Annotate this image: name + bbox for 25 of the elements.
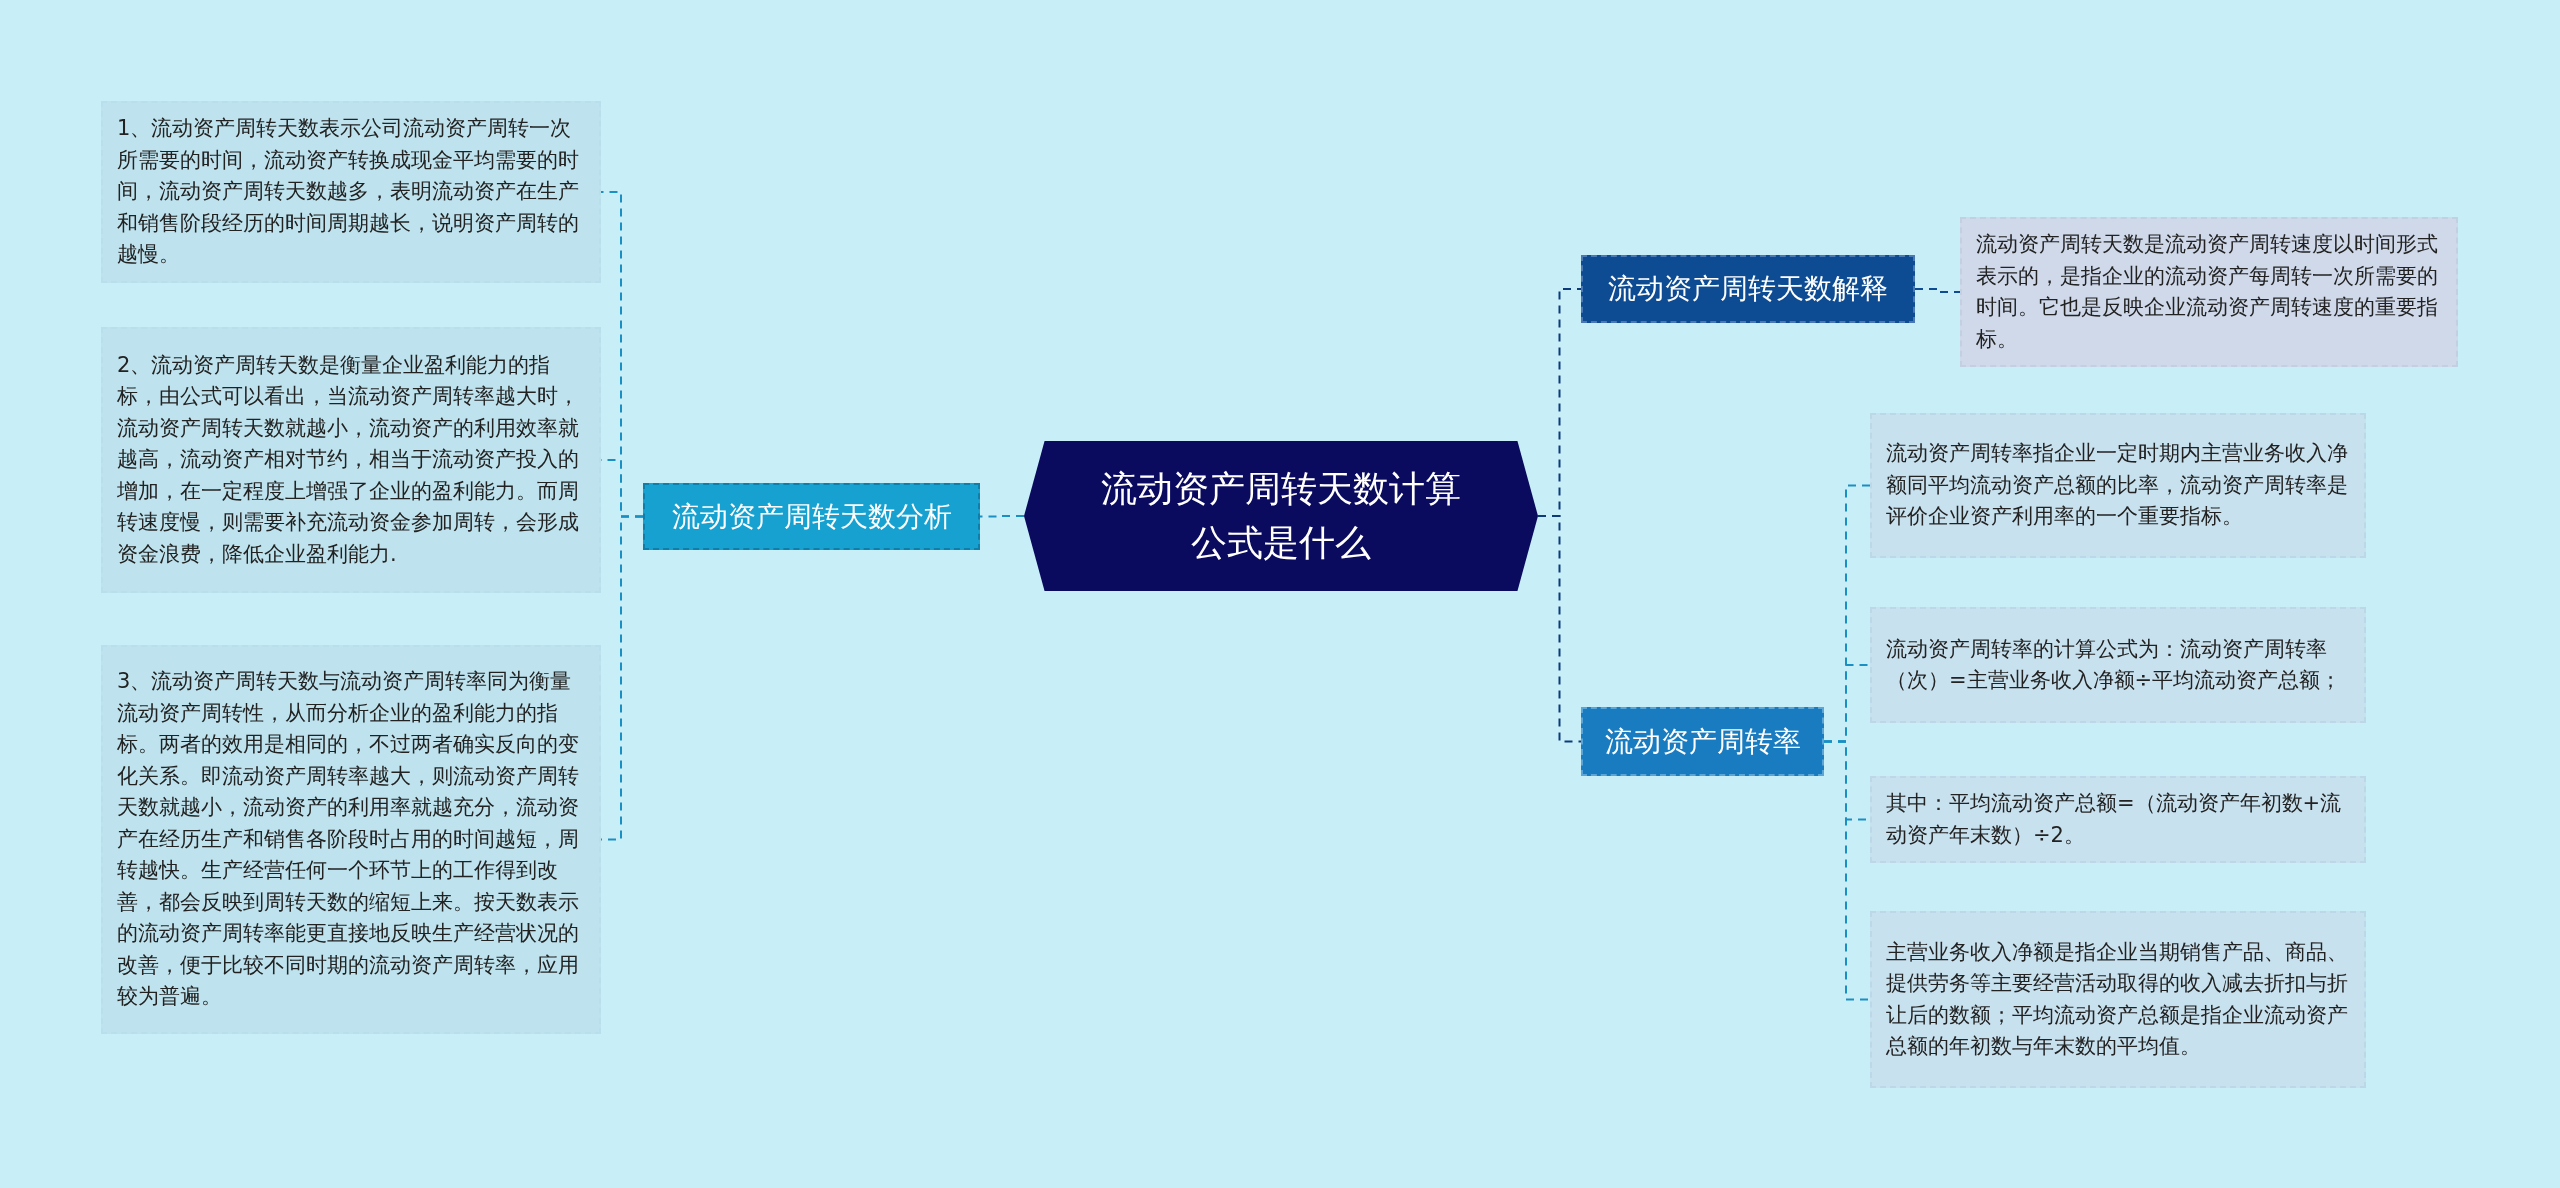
node-text: 流动资产周转天数分析 bbox=[671, 498, 952, 535]
node-text: 流动资产周转天数解释 bbox=[1608, 271, 1888, 307]
node-text: 流动资产周转率 bbox=[1604, 723, 1801, 760]
central-topic bbox=[1024, 441, 1538, 591]
note-card bbox=[101, 645, 601, 1034]
node-text: 流动资产周转天数是流动资产周转速度以时间形式表示的，是指企业的流动资产每周转一次所需要的时间。它也是反映企业流动资产周转速度的重要指标。 bbox=[1976, 231, 2439, 353]
node-text: 2、流动资产周转天数是衡量企业盈利能力的指标，由公式可以看出，当流动资产周转率越大时，流动资产周转天数就越小，流动资产的利用效率就越高，流动资产相对节约，相当于流动资产投入的增加，在一定程度上增强了企业的盈利能力。而周转速度慢，则需要补充流动资金参加周转，会形成资金浪费，降低企业盈利能力. bbox=[117, 351, 580, 568]
note-card bbox=[1960, 217, 2458, 367]
node-text: 流动资产周转率的计算公式为：流动资产周转率（次）=主营业务收入净额÷平均流动资产总额； bbox=[1886, 635, 2343, 694]
branch-topic bbox=[1581, 255, 1915, 323]
node-text: 流动资产周转率指企业一定时期内主营业务收入净额同平均流动资产总额的比率，流动资产周转率是评价企业资产利用率的一个重要指标。 bbox=[1886, 440, 2349, 531]
note-card bbox=[101, 101, 601, 283]
node-text: 主营业务收入净额是指企业当期销售产品、商品、提供劳务等主要经营活动取得的收入减去折扣与折让后的数额；平均流动资产总额是指企业流动资产总额的年初数与年末数的平均值。 bbox=[1886, 938, 2349, 1060]
note-card bbox=[1870, 413, 2366, 558]
node-text: 流动资产周转天数计算公式是什么 bbox=[1100, 467, 1462, 565]
connector-line bbox=[1914, 288, 1961, 293]
connector-line bbox=[979, 515, 1025, 518]
branch-topic bbox=[643, 483, 980, 550]
note-card bbox=[101, 327, 601, 593]
branch-topic bbox=[1581, 707, 1824, 776]
connector-line bbox=[1537, 515, 1582, 743]
node-text: 1、流动资产周转天数表示公司流动资产周转一次所需要的时间，流动资产转换成现金平均需要的时间，流动资产周转天数越多，表明流动资产在生产和销售阶段经历的时间周期越长，说明资产周转的越慢。 bbox=[117, 115, 580, 268]
node-text: 其中：平均流动资产总额=（流动资产年初数+流动资产年末数）÷2。 bbox=[1886, 790, 2343, 849]
node-text: 3、流动资产周转天数与流动资产周转率同为衡量流动资产周转性，从而分析企业的盈利能力的指标。两者的效用是相同的，不过两者确实反向的变化关系。即流动资产周转率越大，则流动资产周转天数就越小，流动资产的利用率就越充分，流动资产在经历生产和销售各阶段时占用的时间越短，周转越快。生产经营任何一个环节上的工作得到改善，都会反映到周转天数的缩短上来。按天数表示的流动资产周转率能更直接地反映生产经营状况的改善，便于比较不同时期的流动资产周转率，应用较为普遍。 bbox=[117, 668, 580, 1011]
connector-line bbox=[1823, 740, 1871, 1001]
